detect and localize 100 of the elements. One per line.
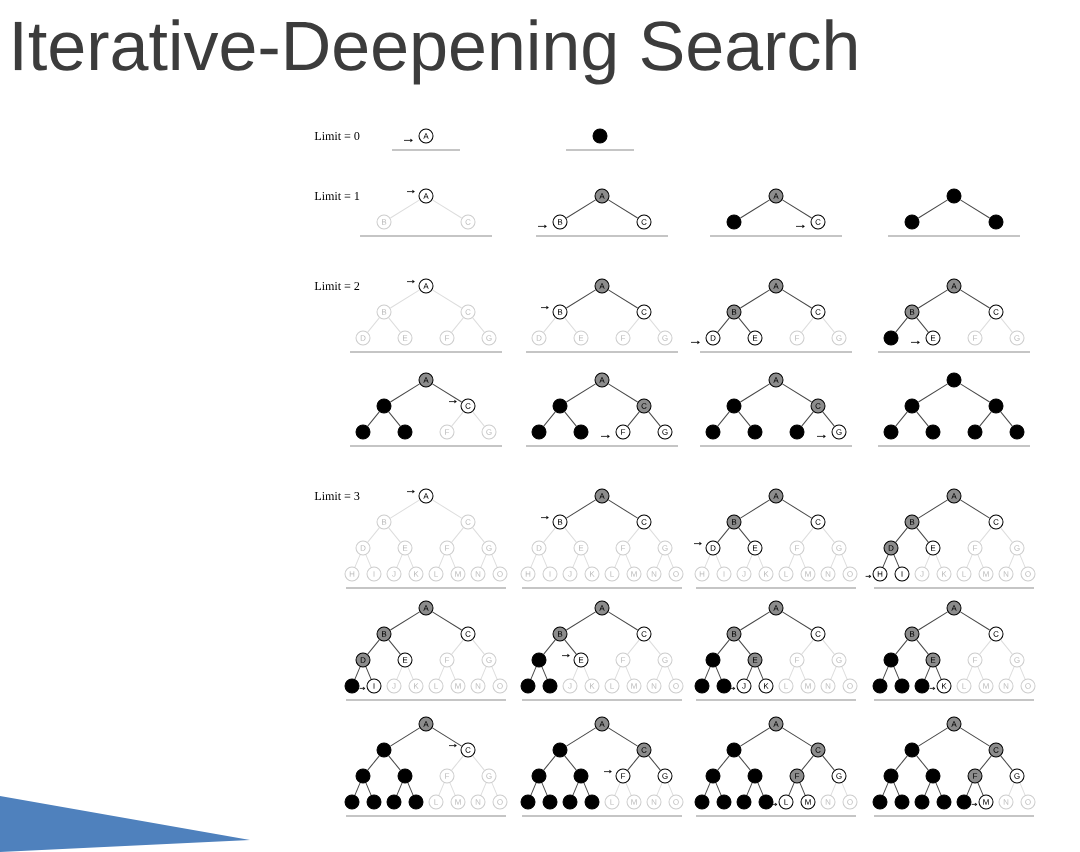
tree-edge	[564, 755, 577, 771]
tree-edge	[396, 554, 403, 568]
tree-node	[694, 794, 710, 810]
tree-edge	[656, 666, 663, 680]
tree-edge	[451, 411, 464, 427]
tree-node	[531, 424, 547, 440]
tree-edge	[924, 666, 931, 680]
tree-edge	[841, 782, 848, 796]
tree-edge	[781, 727, 813, 747]
tree-edge	[935, 782, 942, 796]
tree-edge	[583, 666, 590, 680]
tree-edge	[541, 666, 548, 680]
tree-node	[705, 424, 721, 440]
tree-edge	[607, 199, 639, 219]
title: Iterative-Deepening Search	[14, 19, 856, 85]
tree-edge	[491, 782, 498, 796]
tree-edge	[656, 554, 663, 568]
tree-edge	[565, 199, 597, 219]
tree-edge	[1019, 554, 1026, 568]
tree-edge	[648, 527, 661, 543]
tree-edge	[738, 527, 751, 543]
tree-edge	[656, 782, 663, 796]
tree-edge	[959, 611, 991, 631]
tree-edge	[959, 499, 991, 519]
tree-edge	[895, 411, 908, 427]
tree-edge	[801, 317, 814, 333]
tree-edge	[480, 782, 487, 796]
tree-edge	[977, 666, 984, 680]
tree-edge	[365, 666, 372, 680]
tree-edge	[1000, 639, 1013, 655]
tree-edge	[648, 755, 661, 771]
tree-edge	[564, 317, 577, 333]
tree-node	[904, 742, 920, 758]
tree-node	[726, 214, 742, 230]
tree-edge	[717, 527, 730, 543]
tree-edge	[565, 499, 597, 519]
tree-edge	[438, 554, 445, 568]
tree-edge	[822, 639, 835, 655]
tree-edge	[614, 782, 621, 796]
tree-edge	[354, 666, 361, 680]
tree-edge	[739, 611, 771, 631]
tree-edge	[431, 499, 463, 519]
tree-node	[883, 768, 899, 784]
tree-node	[883, 652, 899, 668]
tree-edge	[407, 666, 414, 680]
tree-edge	[895, 755, 908, 771]
tree-edge	[738, 639, 751, 655]
tree-edge	[572, 782, 579, 796]
tree-edge	[966, 554, 973, 568]
tree-node	[872, 794, 888, 810]
tree-edge	[627, 527, 640, 543]
tree-node	[914, 678, 930, 694]
tree-edge	[491, 666, 498, 680]
tree-edge	[388, 755, 401, 771]
tree-node	[758, 794, 774, 810]
tree-node	[716, 678, 732, 694]
tree-edge	[614, 666, 621, 680]
tree-edge	[830, 666, 837, 680]
tree-edge	[746, 666, 753, 680]
tree-edge	[583, 782, 590, 796]
tree-node	[736, 794, 752, 810]
tree-edge	[704, 554, 711, 568]
tree-edge	[916, 639, 929, 655]
tree-edge	[648, 411, 661, 427]
tree-edge	[449, 782, 456, 796]
tree-edge	[564, 527, 577, 543]
tree-edge	[1000, 317, 1013, 333]
tree-edge	[472, 755, 485, 771]
tree-edge	[893, 554, 900, 568]
tree-edge	[648, 317, 661, 333]
tree-edge	[667, 666, 674, 680]
tree-edge	[627, 411, 640, 427]
tree-edge	[916, 317, 929, 333]
tree-node	[531, 652, 547, 668]
tree-edge	[917, 383, 949, 403]
tree-edge	[822, 527, 835, 543]
tree-edge	[917, 199, 949, 219]
tree-node	[584, 794, 600, 810]
tree-edge	[431, 383, 463, 403]
tree-edge	[365, 782, 372, 796]
tree-edge	[739, 289, 771, 309]
tree-edge	[781, 383, 813, 403]
tree-node	[552, 742, 568, 758]
tree-node	[520, 794, 536, 810]
tree-edge	[799, 666, 806, 680]
tree-edge	[935, 554, 942, 568]
tree-edge	[530, 666, 537, 680]
tree-edge	[1000, 411, 1013, 427]
tree-node	[716, 794, 732, 810]
tree-node	[988, 398, 1004, 414]
tree-edge	[625, 666, 632, 680]
tree-edge	[746, 554, 753, 568]
tree-node	[531, 768, 547, 784]
tree-node	[408, 794, 424, 810]
tree-edge	[388, 639, 401, 655]
tree-edge	[916, 411, 929, 427]
tree-node	[344, 794, 360, 810]
tree-node	[386, 794, 402, 810]
tree-node	[592, 128, 608, 144]
tree-node	[562, 794, 578, 810]
